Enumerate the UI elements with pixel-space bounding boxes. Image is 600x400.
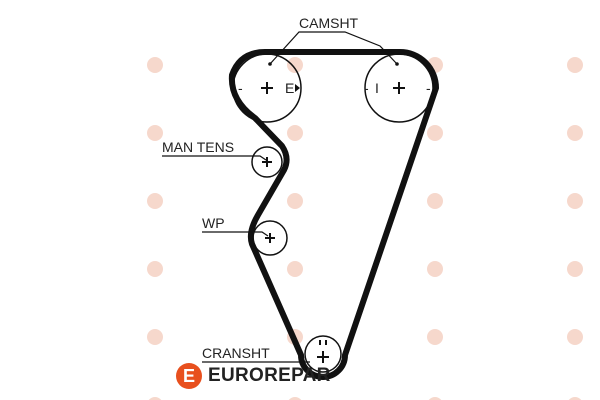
- watermark-logo-icon: [147, 261, 163, 277]
- camshaft-label: CAMSHT: [299, 15, 359, 31]
- crankshaft-pulley: [304, 335, 342, 373]
- watermark-logo-icon: [567, 125, 583, 141]
- watermark-logo-icon: [567, 261, 583, 277]
- watermark-logo-icon: [567, 193, 583, 209]
- watermark-logo-icon: [147, 57, 163, 73]
- exhaust-arrow-icon: [295, 84, 300, 92]
- eurorepar-logo-icon: E: [176, 363, 202, 389]
- water-pump-pulley: [252, 220, 288, 256]
- watermark-logo-icon: [147, 193, 163, 209]
- watermark-logo-icon: [427, 329, 443, 345]
- watermark-logo-icon: [427, 261, 443, 277]
- intake-mark: I: [375, 80, 379, 96]
- tensioner-pulley: [251, 146, 283, 178]
- center-marks: [261, 82, 405, 363]
- watermark-logo-icon: [147, 125, 163, 141]
- watermark-logo-icon: [428, 397, 442, 400]
- minus-mark-right: -: [426, 80, 431, 96]
- timing-belt: [228, 49, 439, 380]
- watermark-logo-icon: [287, 193, 303, 209]
- watermark-logo-icon: [287, 125, 303, 141]
- watermark-logo-icon: [147, 329, 163, 345]
- watermark-logo-icon: [287, 57, 303, 73]
- crankshaft-label: CRANSHT: [202, 345, 270, 361]
- left-camshaft-pulley: [232, 53, 302, 123]
- wp-label: WP: [202, 215, 225, 231]
- exhaust-mark: E: [285, 80, 294, 96]
- right-camshaft-pulley: [364, 53, 434, 123]
- watermark-logo-icon: [427, 125, 443, 141]
- minus-mark-right-inner: -: [364, 80, 369, 96]
- watermark-logo-icon: [568, 397, 582, 400]
- watermark-logo-icon: [288, 397, 302, 400]
- watermark-logo-icon: [148, 397, 162, 400]
- watermark-logo-icon: [287, 261, 303, 277]
- man-tens-label: MAN TENS: [162, 139, 234, 155]
- brand-name: EUROREPAR: [208, 365, 331, 386]
- watermark-logo-icon: [567, 57, 583, 73]
- minus-mark-left: -: [238, 80, 243, 96]
- leader-lines: [162, 31, 398, 363]
- watermark-logo-icon: [567, 329, 583, 345]
- watermark-logo-icon: [427, 193, 443, 209]
- brand-logo: E EUROREPAR: [176, 363, 331, 389]
